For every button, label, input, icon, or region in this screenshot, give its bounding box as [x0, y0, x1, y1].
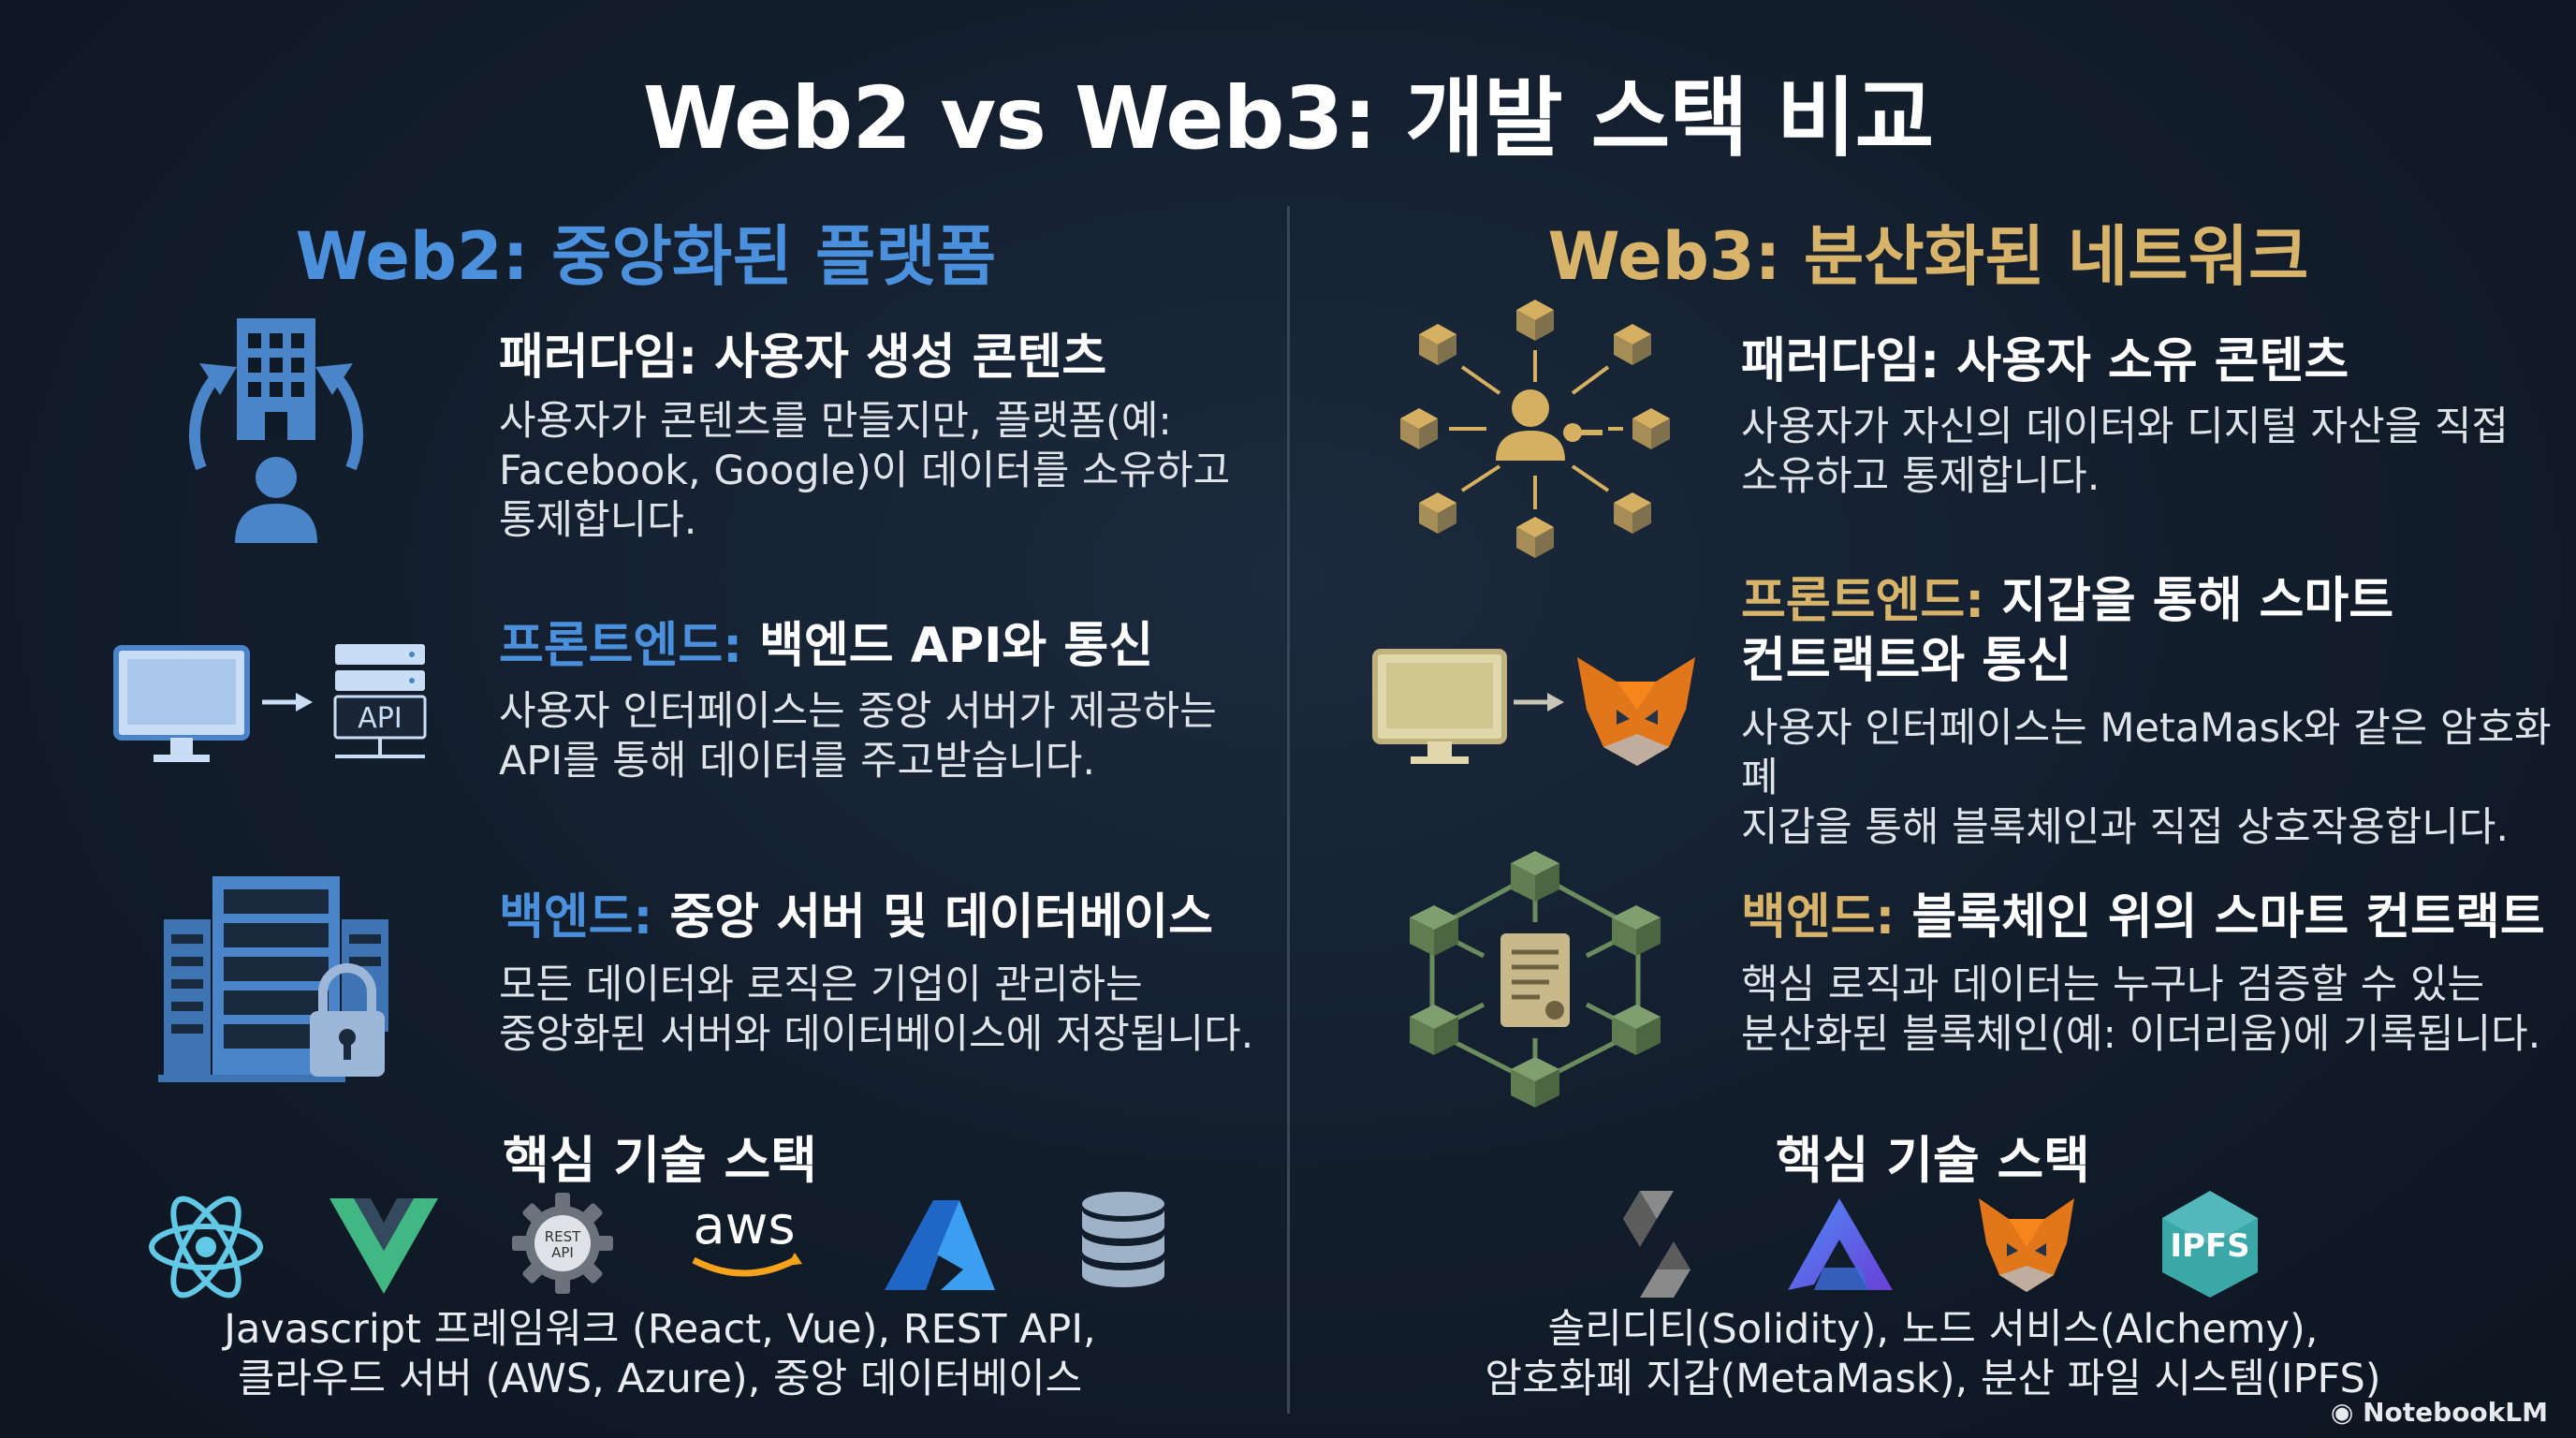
- web2-paradigm-body: 사용자가 콘텐츠를 만들지만, 플랫폼(예: Facebook, Google)…: [499, 397, 1230, 546]
- center-divider: [1287, 206, 1290, 1414]
- web3-heading: Web3: 분산화된 네트워크: [1547, 218, 2309, 295]
- aws-label: aws: [693, 1196, 795, 1256]
- caption-line: 클라우드 서버 (AWS, Azure), 중앙 데이터베이스: [237, 1356, 1083, 1402]
- body-line: 사용자 인터페이스는 중앙 서버가 제공하는: [499, 688, 1217, 735]
- web3-frontend-title-line2: 컨트랙트와 통신: [1741, 633, 2071, 689]
- web2-frontend-title: 백엔드 API와 통신: [759, 618, 1154, 674]
- web2-backend-body: 모든 데이터와 로직은 기업이 관리하는 중앙화된 서버와 데이터베이스에 저장…: [499, 961, 1253, 1060]
- body-line: 핵심 로직과 데이터는 누구나 검증할 수 있는: [1741, 961, 2485, 1008]
- body-line: 사용자가 콘텐츠를 만들지만, 플랫폼(예:: [499, 398, 1172, 445]
- body-line: 지갑을 통해 블록체인과 직접 상호작용합니다.: [1741, 804, 2509, 851]
- notebooklm-brand: ◉ NotebookLM: [2331, 1397, 2548, 1428]
- rest-api-gear-icon: REST API: [510, 1191, 615, 1296]
- web3-paradigm-heading: 패러다임: 사용자 소유 콘텐츠: [1741, 331, 2349, 391]
- aws-logo-icon: aws: [679, 1196, 810, 1290]
- web2-frontend-label: 프론트엔드:: [499, 618, 742, 674]
- centralized-building-icon: [164, 309, 388, 552]
- web2-heading: Web2: 중앙화된 플랫폼: [295, 218, 997, 295]
- web2-backend-title: 중앙 서버 및 데이터베이스: [669, 889, 1213, 946]
- web2-backend-heading: 백엔드: 중앙 서버 및 데이터베이스: [499, 888, 1213, 947]
- body-line: 소유하고 통제합니다.: [1741, 453, 2100, 500]
- caption-line: 암호화폐 지갑(MetaMask), 분산 파일 시스템(IPFS): [1485, 1356, 2381, 1402]
- web2-paradigm-title: 사용자 생성 콘텐츠: [714, 330, 1107, 386]
- brand-label: NotebookLM: [2363, 1397, 2548, 1428]
- web3-backend-label: 백엔드:: [1741, 889, 1895, 946]
- notebooklm-icon: ◉: [2330, 1397, 2354, 1428]
- web3-frontend-title-line1: 지갑을 통해 스마트: [2001, 573, 2394, 629]
- monitor-api-icon: API: [112, 637, 440, 777]
- body-line: 통제합니다.: [499, 497, 697, 544]
- body-line: 사용자 인터페이스는 MetaMask와 같은 암호화폐: [1741, 705, 2552, 801]
- web3-backend-heading: 백엔드: 블록체인 위의 스마트 컨트랙트: [1741, 888, 2545, 947]
- alchemy-logo-icon: [1786, 1198, 1893, 1292]
- web3-stack-caption: 솔리디티(Solidity), 노드 서비스(Alchemy), 암호화폐 지갑…: [1371, 1305, 2495, 1404]
- web3-paradigm-label: 패러다임:: [1741, 333, 1940, 389]
- page-title: Web2 vs Web3: 개발 스택 비교: [642, 68, 1934, 169]
- body-line: 분산화된 블록체인(예: 이더리움)에 기록됩니다.: [1741, 1011, 2541, 1058]
- ipfs-logo-icon: IPFS: [2159, 1189, 2261, 1299]
- body-line: API를 통해 데이터를 주고받습니다.: [499, 738, 1095, 785]
- metamask-logo-icon: [1975, 1195, 2078, 1296]
- body-line: 모든 데이터와 로직은 기업이 관리하는: [499, 961, 1143, 1008]
- web3-paradigm-title: 사용자 소유 콘텐츠: [1956, 333, 2349, 389]
- azure-logo-icon: [885, 1200, 995, 1290]
- server-lock-icon: [154, 873, 398, 1083]
- blockchain-contract-icon: [1409, 847, 1661, 1109]
- caption-line: Javascript 프레임워크 (React, Vue), REST API,: [224, 1306, 1096, 1353]
- web3-backend-body: 핵심 로직과 데이터는 누구나 검증할 수 있는 분산화된 블록체인(예: 이더…: [1741, 961, 2540, 1060]
- web3-stack-title: 핵심 기술 스택: [1776, 1131, 2090, 1190]
- solidity-logo-icon: [1619, 1191, 1694, 1298]
- web2-backend-label: 백엔드:: [499, 889, 653, 946]
- database-icon: [1081, 1191, 1165, 1296]
- web3-frontend-body: 사용자 인터페이스는 MetaMask와 같은 암호화폐 지갑을 통해 블록체인…: [1741, 704, 2576, 853]
- user-owned-network-icon: [1395, 292, 1676, 564]
- web2-paradigm-label: 패러다임:: [499, 330, 698, 386]
- vue-logo-icon: [329, 1198, 438, 1294]
- rest-label: REST: [545, 1228, 581, 1245]
- body-line: 사용자가 자신의 데이터와 디지털 자산을 직접: [1741, 404, 2509, 450]
- web3-frontend-heading: 프론트엔드: 지갑을 통해 스마트 컨트랙트와 통신: [1741, 571, 2393, 691]
- caption-line: 솔리디티(Solidity), 노드 서비스(Alchemy),: [1547, 1306, 2319, 1353]
- api-icon-label: API: [358, 702, 402, 735]
- web2-stack-title: 핵심 기술 스택: [503, 1131, 817, 1190]
- web2-frontend-heading: 프론트엔드: 백엔드 API와 통신: [499, 616, 1153, 676]
- web2-paradigm-heading: 패러다임: 사용자 생성 콘텐츠: [499, 328, 1106, 388]
- body-line: 중앙화된 서버와 데이터베이스에 저장됩니다.: [499, 1011, 1254, 1058]
- body-line: Facebook, Google)이 데이터를 소유하고: [499, 448, 1231, 494]
- web2-stack-caption: Javascript 프레임워크 (React, Vue), REST API,…: [98, 1305, 1222, 1404]
- monitor-wallet-icon: [1371, 644, 1699, 775]
- web2-frontend-body: 사용자 인터페이스는 중앙 서버가 제공하는 API를 통해 데이터를 주고받습…: [499, 687, 1217, 786]
- api-label: API: [551, 1244, 574, 1261]
- web3-paradigm-body: 사용자가 자신의 데이터와 디지털 자산을 직접 소유하고 통제합니다.: [1741, 403, 2509, 502]
- web3-backend-title: 블록체인 위의 스마트 컨트랙트: [1911, 889, 2545, 946]
- react-logo-icon: [145, 1194, 267, 1301]
- ipfs-label: IPFS: [2170, 1227, 2249, 1265]
- web3-frontend-label: 프론트엔드:: [1741, 573, 1984, 629]
